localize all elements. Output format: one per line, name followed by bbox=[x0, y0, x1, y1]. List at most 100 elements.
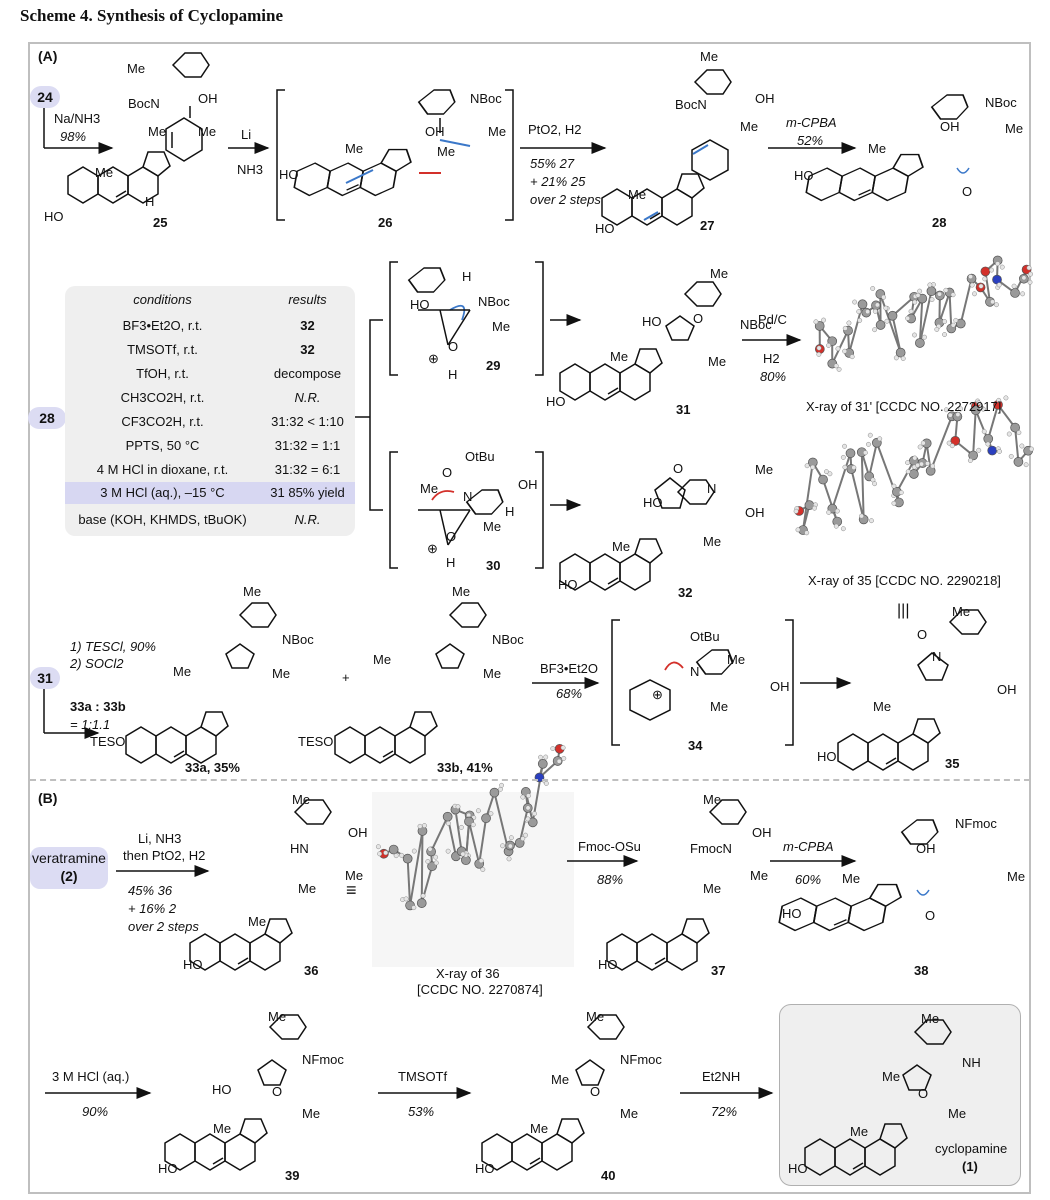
product-name: cyclopamine bbox=[935, 1141, 1008, 1156]
atom-label: Me bbox=[700, 49, 719, 64]
xray-bond bbox=[948, 292, 953, 329]
xray-hydrogen bbox=[475, 808, 481, 814]
cell-result: 31:32 = 1:1 bbox=[274, 438, 341, 453]
atom-label: OH bbox=[755, 91, 775, 106]
veratramine-name: veratramine bbox=[32, 850, 106, 866]
compound-40-label: 40 bbox=[601, 1168, 616, 1183]
xray-atom bbox=[814, 321, 825, 331]
xray-bond bbox=[987, 404, 999, 440]
atom-label: HO bbox=[183, 957, 203, 972]
xray-hydrogen bbox=[953, 317, 959, 323]
atom-label: HN bbox=[290, 841, 309, 856]
xray-hydrogen bbox=[851, 465, 857, 470]
atom-label: HO bbox=[598, 957, 618, 972]
xray-hydrogen bbox=[842, 325, 848, 331]
xray-hydrogen bbox=[383, 850, 389, 856]
xray-35-caption: X-ray of 35 [CCDC NO. 2290218] bbox=[808, 573, 1001, 588]
xray-hydrogen bbox=[804, 463, 810, 469]
atom-label: O bbox=[446, 529, 457, 544]
atom-label: HO bbox=[595, 221, 615, 236]
xray-hydrogen bbox=[859, 513, 864, 519]
xray-hydrogen bbox=[1006, 431, 1012, 437]
atom-label: Me bbox=[868, 141, 887, 156]
xray-hydrogen bbox=[816, 345, 822, 351]
xray-atom bbox=[489, 787, 500, 798]
atom-label: OH bbox=[745, 505, 765, 520]
compound-33a-text: 33a, 35% bbox=[185, 760, 240, 775]
reagent-mcpba: m-CPBA bbox=[786, 115, 837, 130]
atom-label: Me bbox=[345, 868, 364, 883]
atom-label: O bbox=[693, 311, 704, 326]
plus-sign: + bbox=[342, 670, 350, 685]
xray-hydrogen bbox=[967, 458, 973, 463]
xray-hydrogen bbox=[877, 436, 883, 442]
xray-hydrogen bbox=[982, 276, 988, 282]
xray-hydrogen bbox=[900, 356, 906, 361]
atom-label: HO bbox=[817, 749, 837, 764]
atom-label: HO bbox=[44, 209, 64, 224]
xray-hydrogen bbox=[985, 441, 991, 447]
xray-hydrogen bbox=[898, 490, 904, 495]
atom-label: Me bbox=[703, 534, 722, 549]
cell-result: 31 85% yield bbox=[270, 485, 345, 500]
reagent-pdc: Pd/C bbox=[758, 312, 787, 327]
atom-label: O bbox=[448, 339, 459, 354]
xray-hydrogen bbox=[912, 332, 917, 338]
atom-label: Me bbox=[292, 792, 311, 807]
xray-hydrogen bbox=[891, 500, 897, 506]
cell-conditions: TMSOTf, r.t. bbox=[127, 342, 198, 357]
xray-hydrogen bbox=[915, 292, 921, 298]
xray-hydrogen bbox=[920, 440, 926, 446]
xray-hydrogen bbox=[499, 782, 505, 788]
xray-hydrogen bbox=[917, 444, 923, 450]
atom-label: N bbox=[690, 664, 700, 679]
atom-label: TESO bbox=[90, 734, 126, 749]
yield-72: 72% bbox=[711, 1104, 738, 1119]
reagent-hcl: 3 M HCl (aq.) bbox=[52, 1069, 130, 1084]
atom-label: Me bbox=[492, 319, 511, 334]
xray-hydrogen bbox=[846, 320, 852, 326]
xray-atom bbox=[845, 448, 856, 459]
xray-hydrogen bbox=[795, 527, 801, 533]
atom-label: NBoc bbox=[470, 91, 502, 106]
xray-hydrogen bbox=[874, 302, 880, 308]
xray-hydrogen bbox=[1020, 291, 1026, 297]
atom-label: Me bbox=[483, 519, 502, 534]
xray-hydrogen bbox=[1027, 279, 1033, 285]
xray-atom bbox=[818, 474, 828, 485]
atom-label: O bbox=[962, 184, 973, 199]
cell-conditions: base (KOH, KHMDS, tBuOK) bbox=[78, 512, 247, 527]
xray-hydrogen bbox=[842, 348, 848, 354]
atom-label: N bbox=[932, 649, 942, 664]
xray-bond bbox=[860, 452, 865, 520]
atom-label: H bbox=[448, 367, 458, 382]
table-row: TMSOTf, r.t. 32 bbox=[65, 340, 355, 360]
xray-bond bbox=[984, 271, 991, 303]
yield-25: + 21% 25 bbox=[530, 174, 586, 189]
atom-label: Me bbox=[345, 141, 364, 156]
xray-hydrogen bbox=[883, 305, 889, 311]
cell-result: 32 bbox=[300, 318, 315, 333]
xray-hydrogen bbox=[525, 816, 531, 822]
xray-hydrogen bbox=[525, 805, 531, 811]
xray-hydrogen bbox=[1028, 271, 1034, 277]
atom-label: O bbox=[590, 1084, 601, 1099]
scheme-frame bbox=[28, 42, 1031, 1194]
xray-hydrogen bbox=[520, 794, 526, 800]
xray-hydrogen bbox=[538, 754, 543, 760]
xray-bond bbox=[918, 298, 924, 344]
compound-38-label: 38 bbox=[914, 963, 929, 978]
atom-label: O bbox=[925, 908, 936, 923]
atom-label: HO bbox=[643, 495, 663, 510]
atom-label: Me bbox=[921, 1011, 940, 1026]
atom-label: HO bbox=[788, 1161, 808, 1176]
xray-hydrogen bbox=[826, 509, 832, 515]
xray-hydrogen bbox=[393, 853, 399, 859]
xray-hydrogen bbox=[994, 302, 999, 308]
yield-52: 52% bbox=[797, 133, 824, 148]
compound-26-label: 26 bbox=[378, 215, 393, 230]
reagent-et2nh: Et2NH bbox=[702, 1069, 741, 1084]
atom-label: Me bbox=[488, 124, 507, 139]
equivalence-mark: ≡ bbox=[346, 880, 357, 900]
